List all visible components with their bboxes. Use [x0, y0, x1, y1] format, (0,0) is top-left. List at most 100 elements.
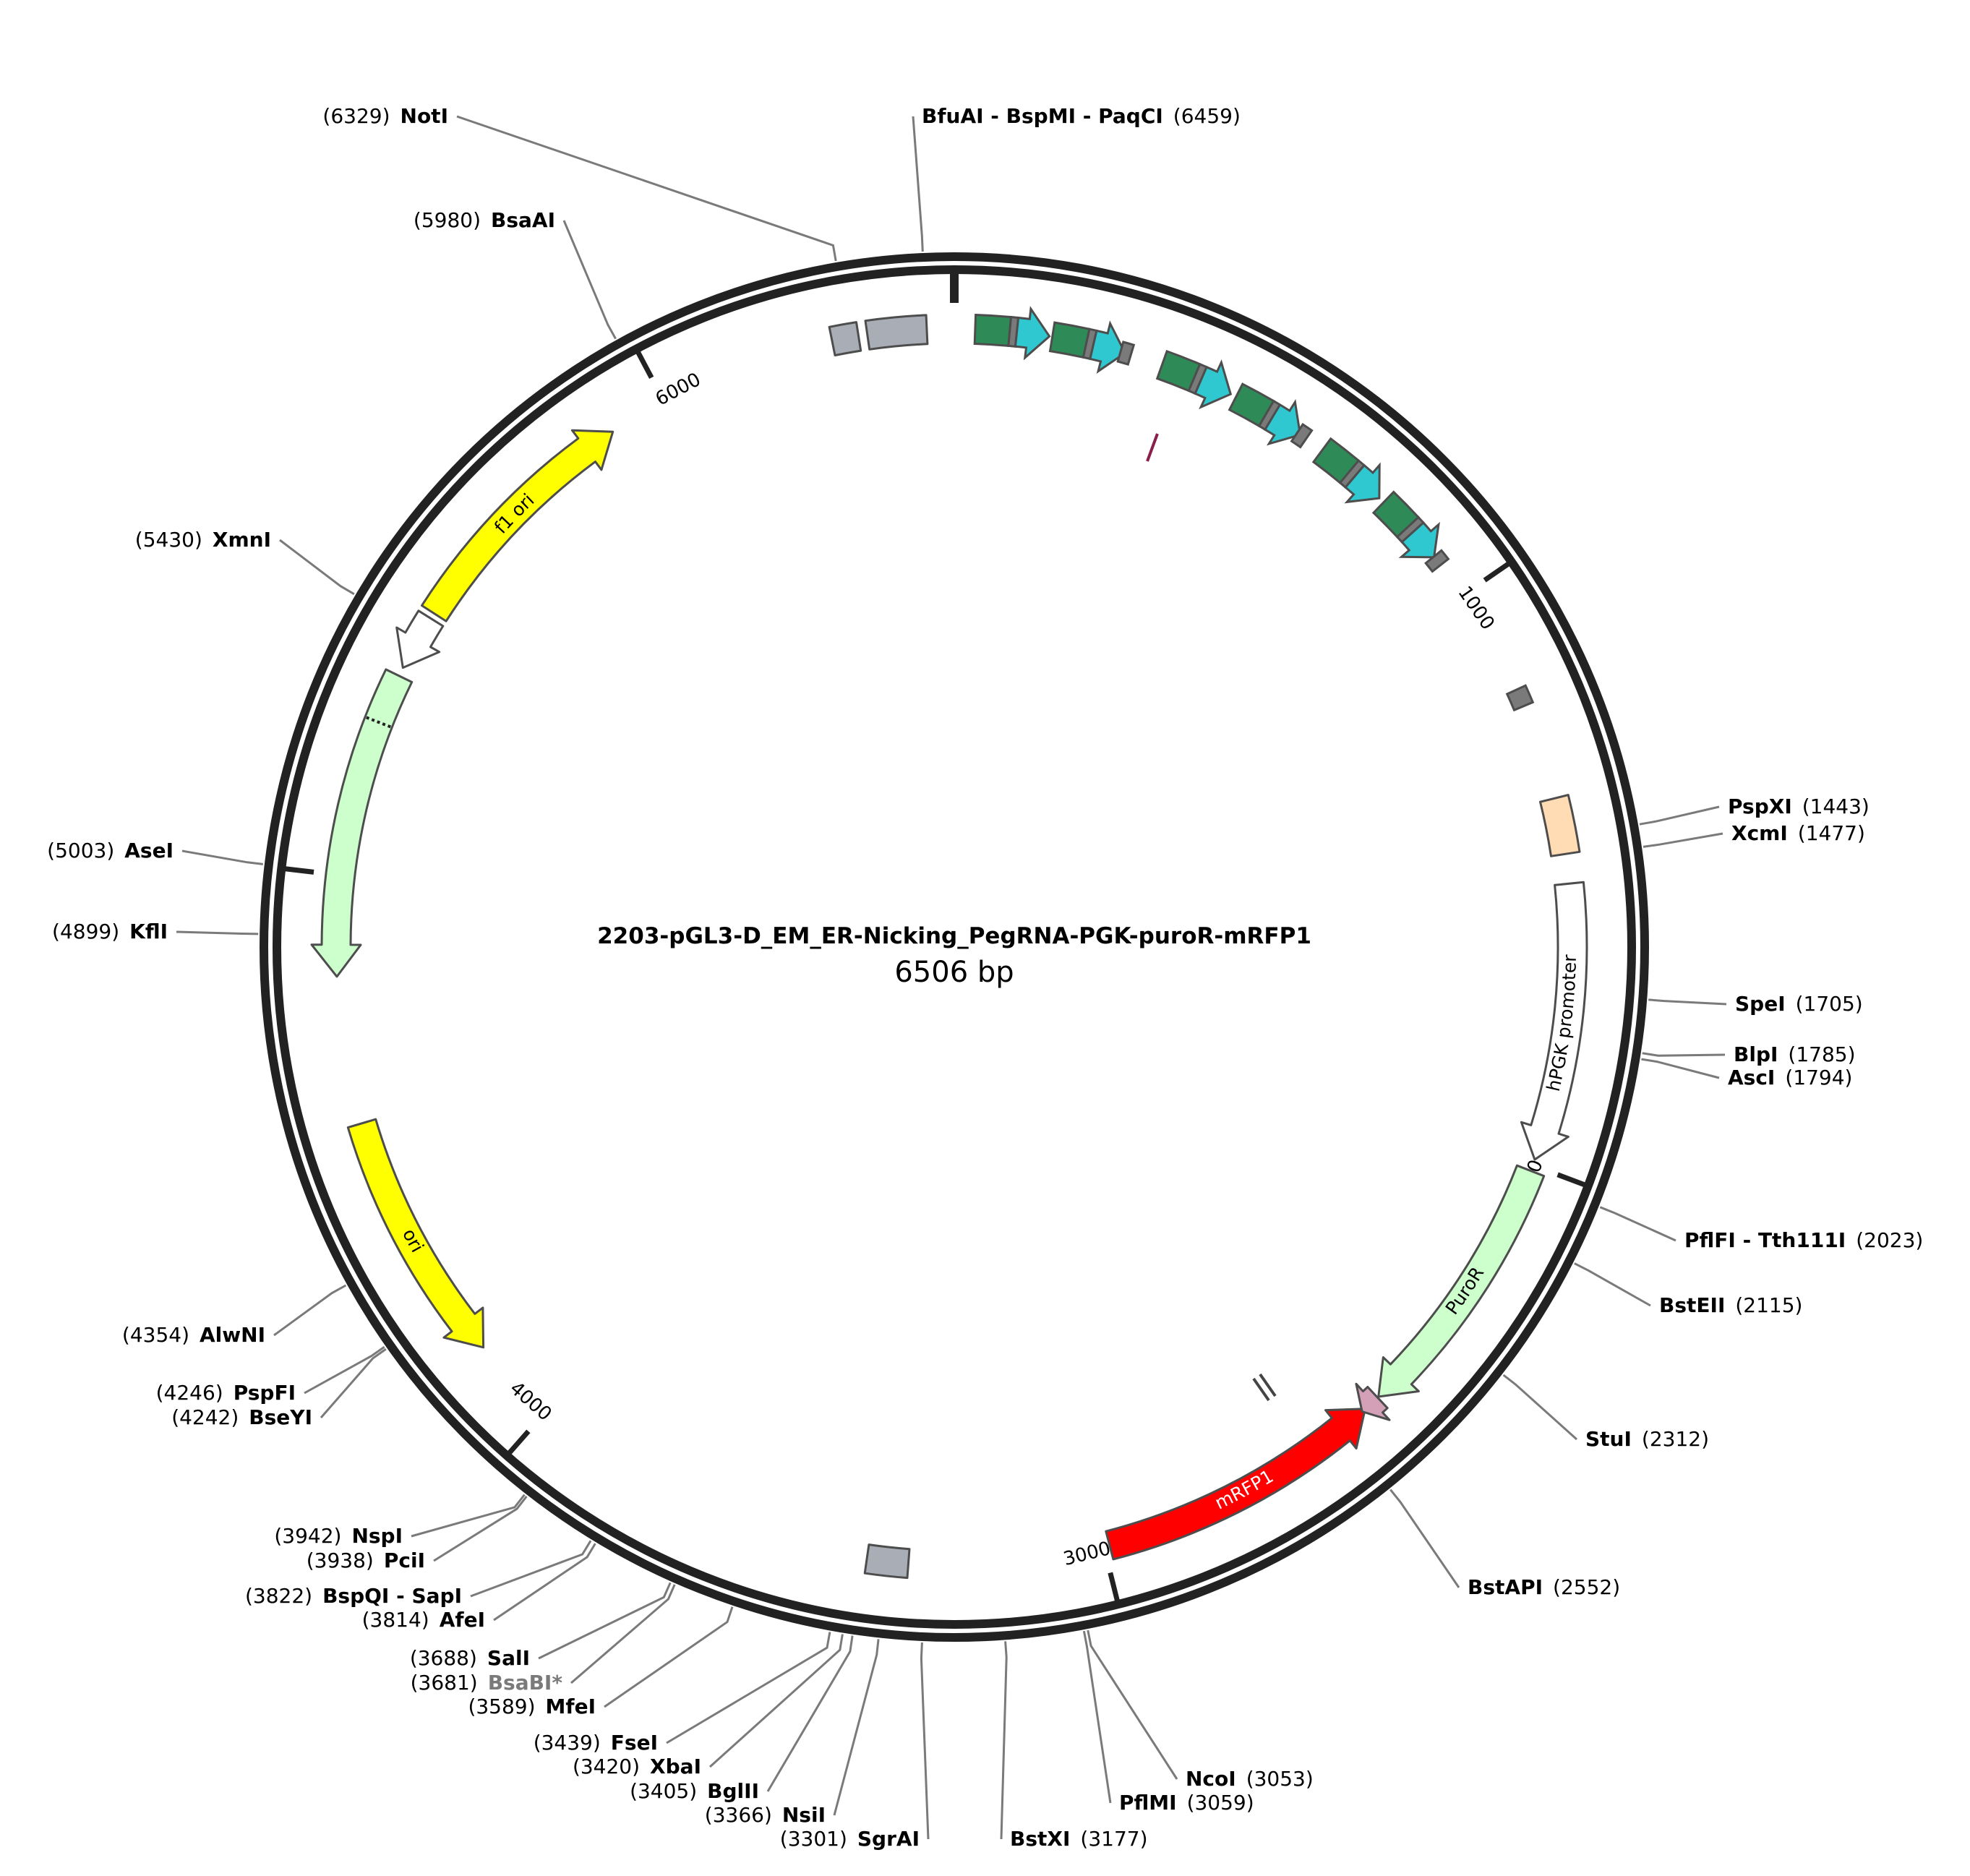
site-leader-alwni — [273, 1284, 347, 1337]
primer-mark-top — [1146, 433, 1159, 462]
site-leader-nspi — [411, 1494, 526, 1538]
repeat-arrow — [1343, 462, 1381, 504]
site-label-bstxi: BstXI(3177) — [1010, 1827, 1148, 1851]
scale-tick-6000 — [635, 348, 654, 380]
feature-ampr — [310, 668, 414, 978]
site-leader-stui — [1502, 1374, 1578, 1441]
site-label-mfei: (3589)MfeI — [468, 1695, 596, 1718]
feature-ori — [346, 1118, 485, 1349]
site-label-pcii: (3938)PciI — [307, 1549, 425, 1572]
site-leader-bseyi — [320, 1348, 387, 1418]
site-leader-bsteii — [1574, 1262, 1651, 1307]
site-leader-bsaai — [562, 220, 617, 340]
site-label-bseyi: (4242)BseYI — [171, 1405, 312, 1429]
scale-tick-label: 6000 — [652, 369, 705, 411]
site-label-pflfi-tth111i: PflFI - Tth111I(2023) — [1684, 1228, 1923, 1252]
repeat-arrow — [1194, 359, 1233, 410]
spacer-block — [1505, 684, 1535, 712]
site-leader-bsabi — [570, 1584, 676, 1684]
site-label-asci: AscI(1794) — [1728, 1066, 1852, 1089]
scale-tick-4000 — [505, 1429, 531, 1457]
site-label-fsei: (3439)FseI — [534, 1731, 658, 1755]
feature-gray-feature-a — [828, 321, 862, 356]
site-label-pspxi: PspXI(1443) — [1728, 794, 1870, 818]
site-leader-pflfi-tth111i — [1599, 1206, 1676, 1242]
repeat-arrow — [1089, 320, 1127, 374]
feature-small-feature — [1355, 1382, 1391, 1421]
site-label-kfli: (4899)KflI — [52, 920, 168, 943]
feature-hpgk-promoter — [1520, 881, 1588, 1161]
site-label-sgrai: (3301)SgrAI — [780, 1827, 920, 1851]
feature-ampr-promoter — [395, 609, 445, 669]
site-leader-sgrai — [920, 1642, 930, 1840]
origin-tick — [950, 273, 959, 303]
site-label-alwni: (4354)AlwNI — [122, 1323, 265, 1347]
scale-tick-label: 1000 — [1453, 582, 1498, 633]
site-label-xbai: (3420)XbaI — [573, 1755, 701, 1778]
scale-tick-2000 — [1556, 1172, 1588, 1188]
feature-peach-feature — [1539, 794, 1581, 857]
plasmid-backbone — [260, 252, 1649, 1642]
feature-f1-ori — [421, 429, 614, 622]
site-label-bglii: (3405)BglII — [630, 1779, 759, 1803]
site-label-nspi: (3942)NspI — [274, 1524, 403, 1548]
scale-tick-label: 3000 — [1061, 1538, 1113, 1570]
site-leader-bglii — [766, 1635, 854, 1792]
site-label-xcmi: XcmI(1477) — [1731, 821, 1865, 845]
site-leader-mfei — [604, 1606, 734, 1708]
scale-tick-label: 4000 — [505, 1378, 556, 1426]
primer-mark-bottom-b — [1259, 1373, 1277, 1397]
spacer-block — [1116, 340, 1136, 366]
site-leader-asei — [181, 849, 263, 865]
site-leader-bstxi — [1000, 1641, 1008, 1840]
site-label-asei: (5003)AseI — [47, 839, 174, 862]
site-leader-asci — [1641, 1058, 1720, 1079]
site-leader-pspxi — [1639, 805, 1720, 826]
site-label-pflmi: PflMI(3059) — [1119, 1791, 1254, 1815]
site-label-afei: (3814)AfeI — [362, 1608, 485, 1632]
site-leader-xbai — [708, 1634, 844, 1768]
map-size-label: 6506 bp — [894, 956, 1014, 989]
repeat-arrow — [1014, 306, 1051, 361]
site-label-pspfi: (4246)PspFI — [156, 1381, 296, 1405]
site-leader-blpi — [1642, 1052, 1726, 1057]
repeat-array — [366, 306, 1535, 729]
feature-gray-feature-c — [863, 1543, 911, 1580]
feature-gray-feature-b — [864, 314, 929, 351]
site-label-nsii: (3366)NsiI — [705, 1803, 826, 1827]
scale-tick-5000 — [282, 865, 314, 875]
site-leader-bfuai-bspmi-paqci — [912, 116, 924, 252]
site-leader-pcii — [433, 1495, 528, 1562]
site-leader-fsei — [666, 1632, 831, 1744]
site-label-bstapi: BstAPI(2552) — [1468, 1575, 1620, 1599]
scale-tick-1000 — [1483, 560, 1512, 583]
site-leader-sali — [538, 1582, 672, 1660]
site-label-ncoi: NcoI(3053) — [1186, 1767, 1314, 1791]
spacer-block — [1424, 549, 1450, 573]
site-leader-noti — [456, 115, 837, 262]
spacer-block — [1290, 422, 1314, 449]
site-label-stui: StuI(2312) — [1585, 1427, 1709, 1451]
site-label-bsteii: BstEII(2115) — [1659, 1293, 1802, 1317]
site-label-bsaai: (5980)BsaAI — [414, 208, 555, 232]
repeat-arrow — [1398, 521, 1440, 559]
repeat-arrow — [1263, 399, 1302, 446]
feature-mrfp1 — [1105, 1408, 1366, 1561]
site-label-blpi: BlpI(1785) — [1734, 1042, 1856, 1066]
site-label-bspqi-sapi: (3822)BspQI - SapI — [245, 1584, 462, 1608]
feature-puror — [1377, 1164, 1546, 1398]
site-leader-bspqi-sapi — [470, 1540, 592, 1598]
site-leader-kfli — [176, 930, 259, 935]
site-leader-nsii — [833, 1639, 880, 1816]
site-label-bsabi: (3681)BsaBI* — [411, 1671, 563, 1695]
site-leader-xmni — [279, 539, 355, 596]
site-leader-afei — [493, 1543, 596, 1622]
scale-tick-3000 — [1108, 1572, 1121, 1604]
site-leader-bstapi — [1389, 1489, 1460, 1588]
site-leader-pspfi — [304, 1345, 385, 1395]
site-leader-xcmi — [1643, 832, 1723, 848]
site-label-xmni: (5430)XmnI — [135, 528, 271, 552]
